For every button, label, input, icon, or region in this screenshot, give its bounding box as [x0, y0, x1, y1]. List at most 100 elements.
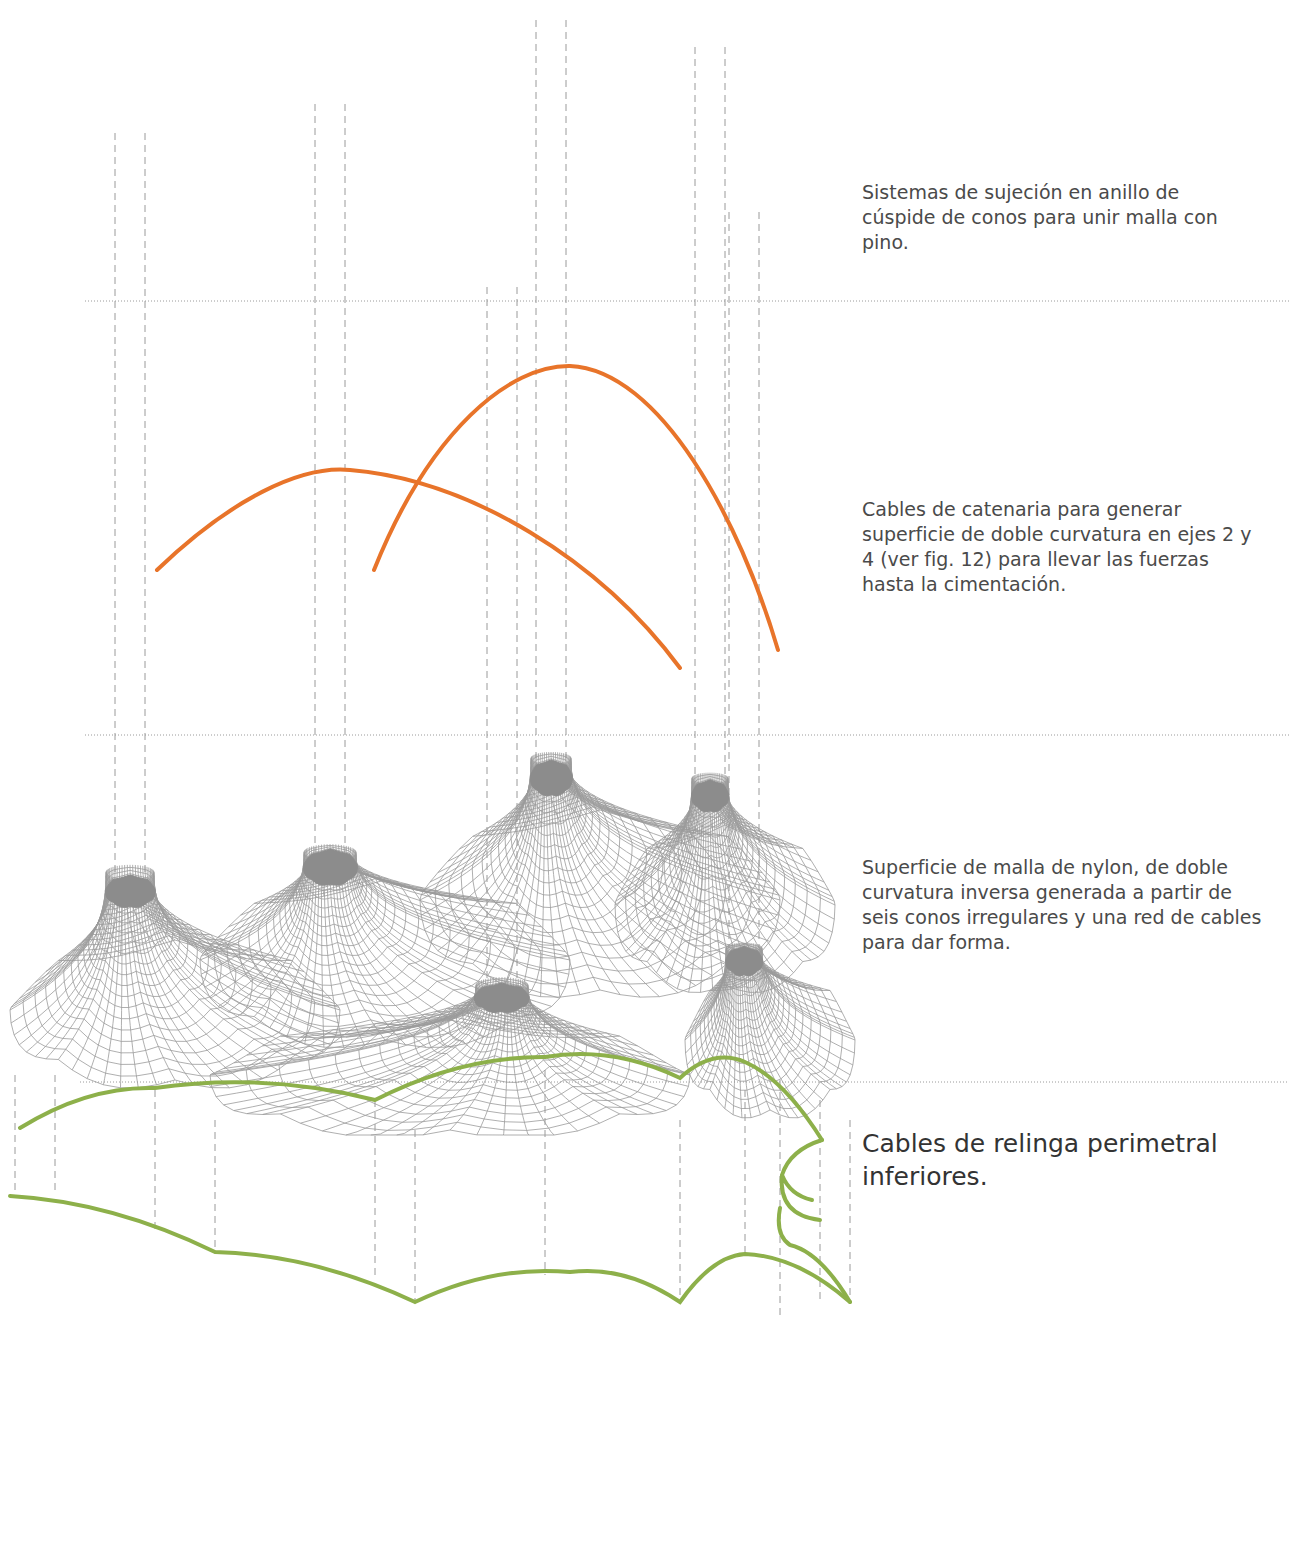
mesh-strand [570, 760, 770, 941]
mesh-strand [728, 779, 834, 920]
catenary-cable [374, 366, 778, 650]
mesh-strand [58, 867, 113, 961]
mesh-strand [339, 859, 447, 1047]
annotation-text: Sistemas de sujeción en anillo de cúspid… [862, 180, 1252, 255]
mesh-ring [380, 1006, 587, 1090]
mesh-strand [528, 985, 690, 1075]
projection-line [55, 1075, 56, 1190]
mesh-ring [210, 1020, 690, 1135]
projection-line [680, 1120, 681, 1300]
mesh-ring [685, 970, 855, 1118]
mesh-ring [200, 880, 570, 1047]
projection-line [545, 1070, 546, 1275]
annotation-text: Cables de relinga perimetral inferiores. [862, 1127, 1262, 1193]
mesh-ring [461, 800, 702, 958]
projection-line [115, 133, 116, 872]
mesh-ring [35, 932, 292, 1065]
perimeter-cable [782, 1140, 822, 1220]
cone-collar [474, 983, 529, 1012]
mesh-strand [19, 870, 107, 999]
mesh-ring [435, 807, 751, 984]
mesh-ring [71, 915, 221, 1019]
mesh-ring [414, 1001, 566, 1074]
mesh-ring [266, 868, 433, 985]
mesh-ring [93, 899, 180, 974]
mesh-ring [279, 1015, 648, 1122]
mesh-ring [669, 805, 759, 912]
mesh-ring [89, 903, 188, 985]
mesh-ring [674, 802, 753, 901]
projection-line [215, 1120, 216, 1250]
mesh-strand [352, 848, 542, 927]
projection-line [820, 1100, 821, 1300]
projection-line [145, 133, 146, 872]
mesh-strand [234, 988, 479, 1110]
mesh-ring [511, 782, 609, 883]
mesh-cone [685, 943, 855, 1118]
mesh-ring [398, 1004, 575, 1083]
mesh-strand [212, 986, 477, 1086]
mesh-strand [568, 761, 752, 957]
mesh-strand [616, 779, 692, 920]
mesh-ring [472, 797, 681, 945]
cone-collar [692, 780, 729, 812]
mesh-ring [644, 816, 796, 957]
mesh-strand [438, 755, 533, 872]
perimeter-cable [20, 1054, 822, 1140]
projection-line [415, 1130, 416, 1300]
mesh-strand [200, 852, 304, 960]
mesh-ring [726, 947, 763, 980]
mesh-strand [152, 875, 324, 1052]
mesh-ring [10, 940, 340, 1088]
projection-line [155, 1090, 156, 1230]
cone-collar [726, 946, 763, 975]
mesh-strand [247, 989, 480, 1113]
mesh-strand [524, 989, 653, 1113]
mesh-ring [505, 785, 620, 896]
mesh-ring [303, 850, 358, 890]
mesh-ring [274, 866, 419, 975]
projection-line [566, 20, 567, 758]
mesh-strand [615, 778, 692, 905]
mesh-ring [246, 1018, 668, 1131]
mesh-ring [84, 907, 198, 996]
mesh-ring [46, 927, 271, 1052]
mesh-strand [728, 777, 833, 897]
mesh-cone [420, 752, 780, 997]
mesh-strand [727, 780, 829, 943]
mesh-strand [728, 777, 834, 901]
mesh-cone [615, 773, 835, 993]
mesh-strand [216, 987, 477, 1097]
mesh-ring [615, 825, 835, 992]
projection-line [15, 1075, 16, 1195]
perimeter-cable [10, 1196, 850, 1302]
mesh-strand [762, 947, 855, 1037]
mesh-ring [664, 808, 767, 924]
mesh-strand [125, 879, 139, 1088]
cone-collar [303, 849, 357, 885]
mesh-strand [35, 876, 109, 1057]
mesh-strand [430, 756, 532, 882]
mesh-ring [491, 791, 647, 920]
mesh-strand [567, 762, 741, 962]
cone-collar [105, 875, 155, 907]
mesh-ring [23, 936, 315, 1076]
mesh-strand [639, 781, 696, 960]
mesh-ring [249, 872, 469, 1006]
mesh-ring [635, 819, 807, 969]
catenary-cable [157, 470, 680, 668]
section-separator [85, 735, 1289, 736]
mesh-ring [696, 967, 831, 1099]
projection-line [375, 1100, 376, 1280]
mesh-strand [210, 855, 305, 999]
projection-line [780, 1080, 781, 1320]
mesh-strand [725, 781, 818, 957]
annotation-text: Superficie de malla de nylon, de doble c… [862, 855, 1262, 955]
perimeter-cable [779, 1208, 850, 1302]
projection-line [725, 47, 726, 778]
mesh-ring [498, 788, 632, 908]
mesh-strand [621, 780, 693, 943]
mesh-ring [64, 919, 236, 1030]
cone-collar [530, 760, 572, 796]
mesh-strand [201, 851, 304, 956]
